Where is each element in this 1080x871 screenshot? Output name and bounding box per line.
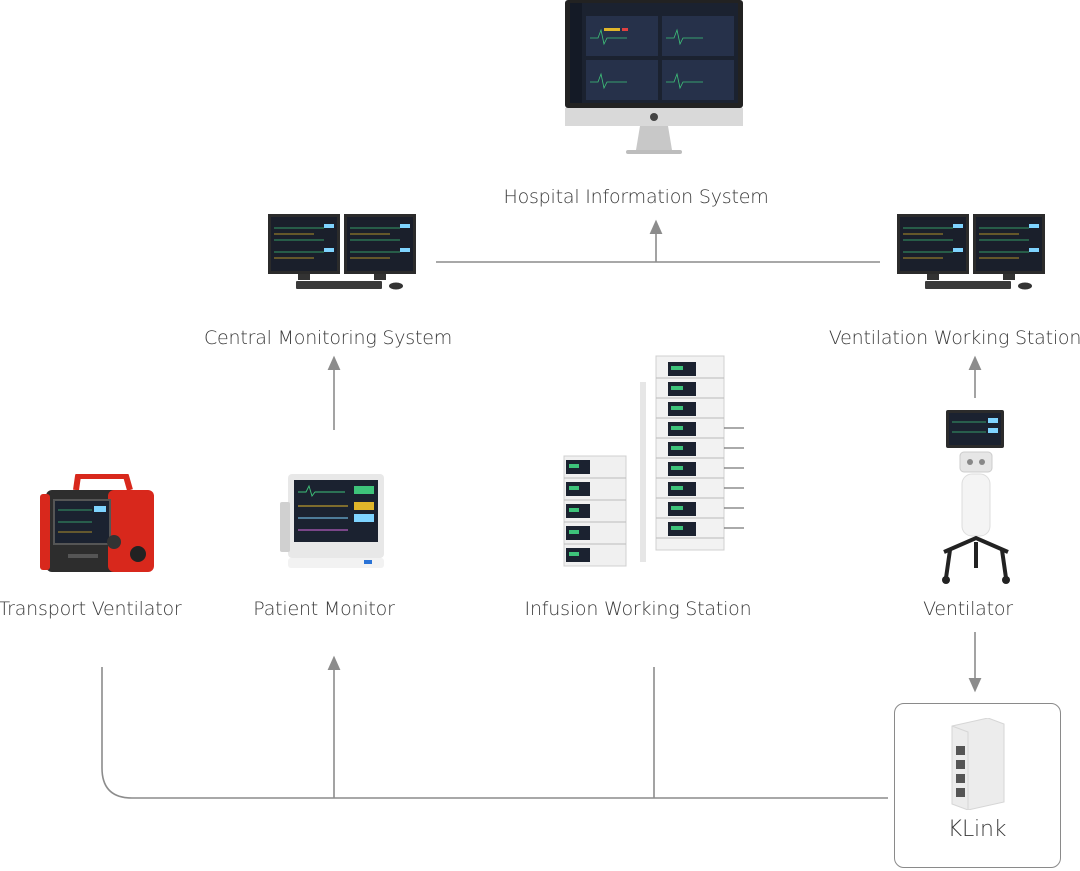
his-node	[560, 0, 750, 165]
infusion-label: Infusion Working Station	[524, 598, 752, 620]
klink-hub	[948, 717, 1008, 815]
patient-monitor-node	[280, 472, 386, 579]
network-hub-icon	[951, 717, 1005, 811]
his-label: Hospital Information System	[503, 186, 769, 208]
cms-node	[268, 214, 418, 299]
vws-label: Ventilation Working Station	[828, 327, 1080, 349]
patient-monitor-label: Patient Monitor	[253, 598, 395, 620]
vws-node	[897, 214, 1047, 299]
transport-ventilator-node	[38, 473, 158, 583]
infusion-pump-stack-icon	[563, 355, 744, 567]
ventilator-label: Ventilator	[923, 598, 1013, 620]
infusion-node	[560, 352, 755, 575]
patient-monitor-icon	[280, 474, 384, 568]
klink-label: KLink	[947, 817, 1007, 842]
ventilator-node	[936, 410, 1016, 593]
ventilator-cart-icon	[942, 410, 1010, 584]
imac-monitor-icon	[565, 0, 743, 154]
transport-ventilator-icon	[40, 473, 154, 572]
bus-line	[101, 667, 888, 799]
dual-monitor-workstation-icon	[268, 214, 416, 290]
transport-ventilator-label: Transport Ventilator	[0, 598, 182, 620]
dual-monitor-workstation-icon	[897, 214, 1045, 290]
cms-label: Central Monitoring System	[203, 327, 453, 349]
